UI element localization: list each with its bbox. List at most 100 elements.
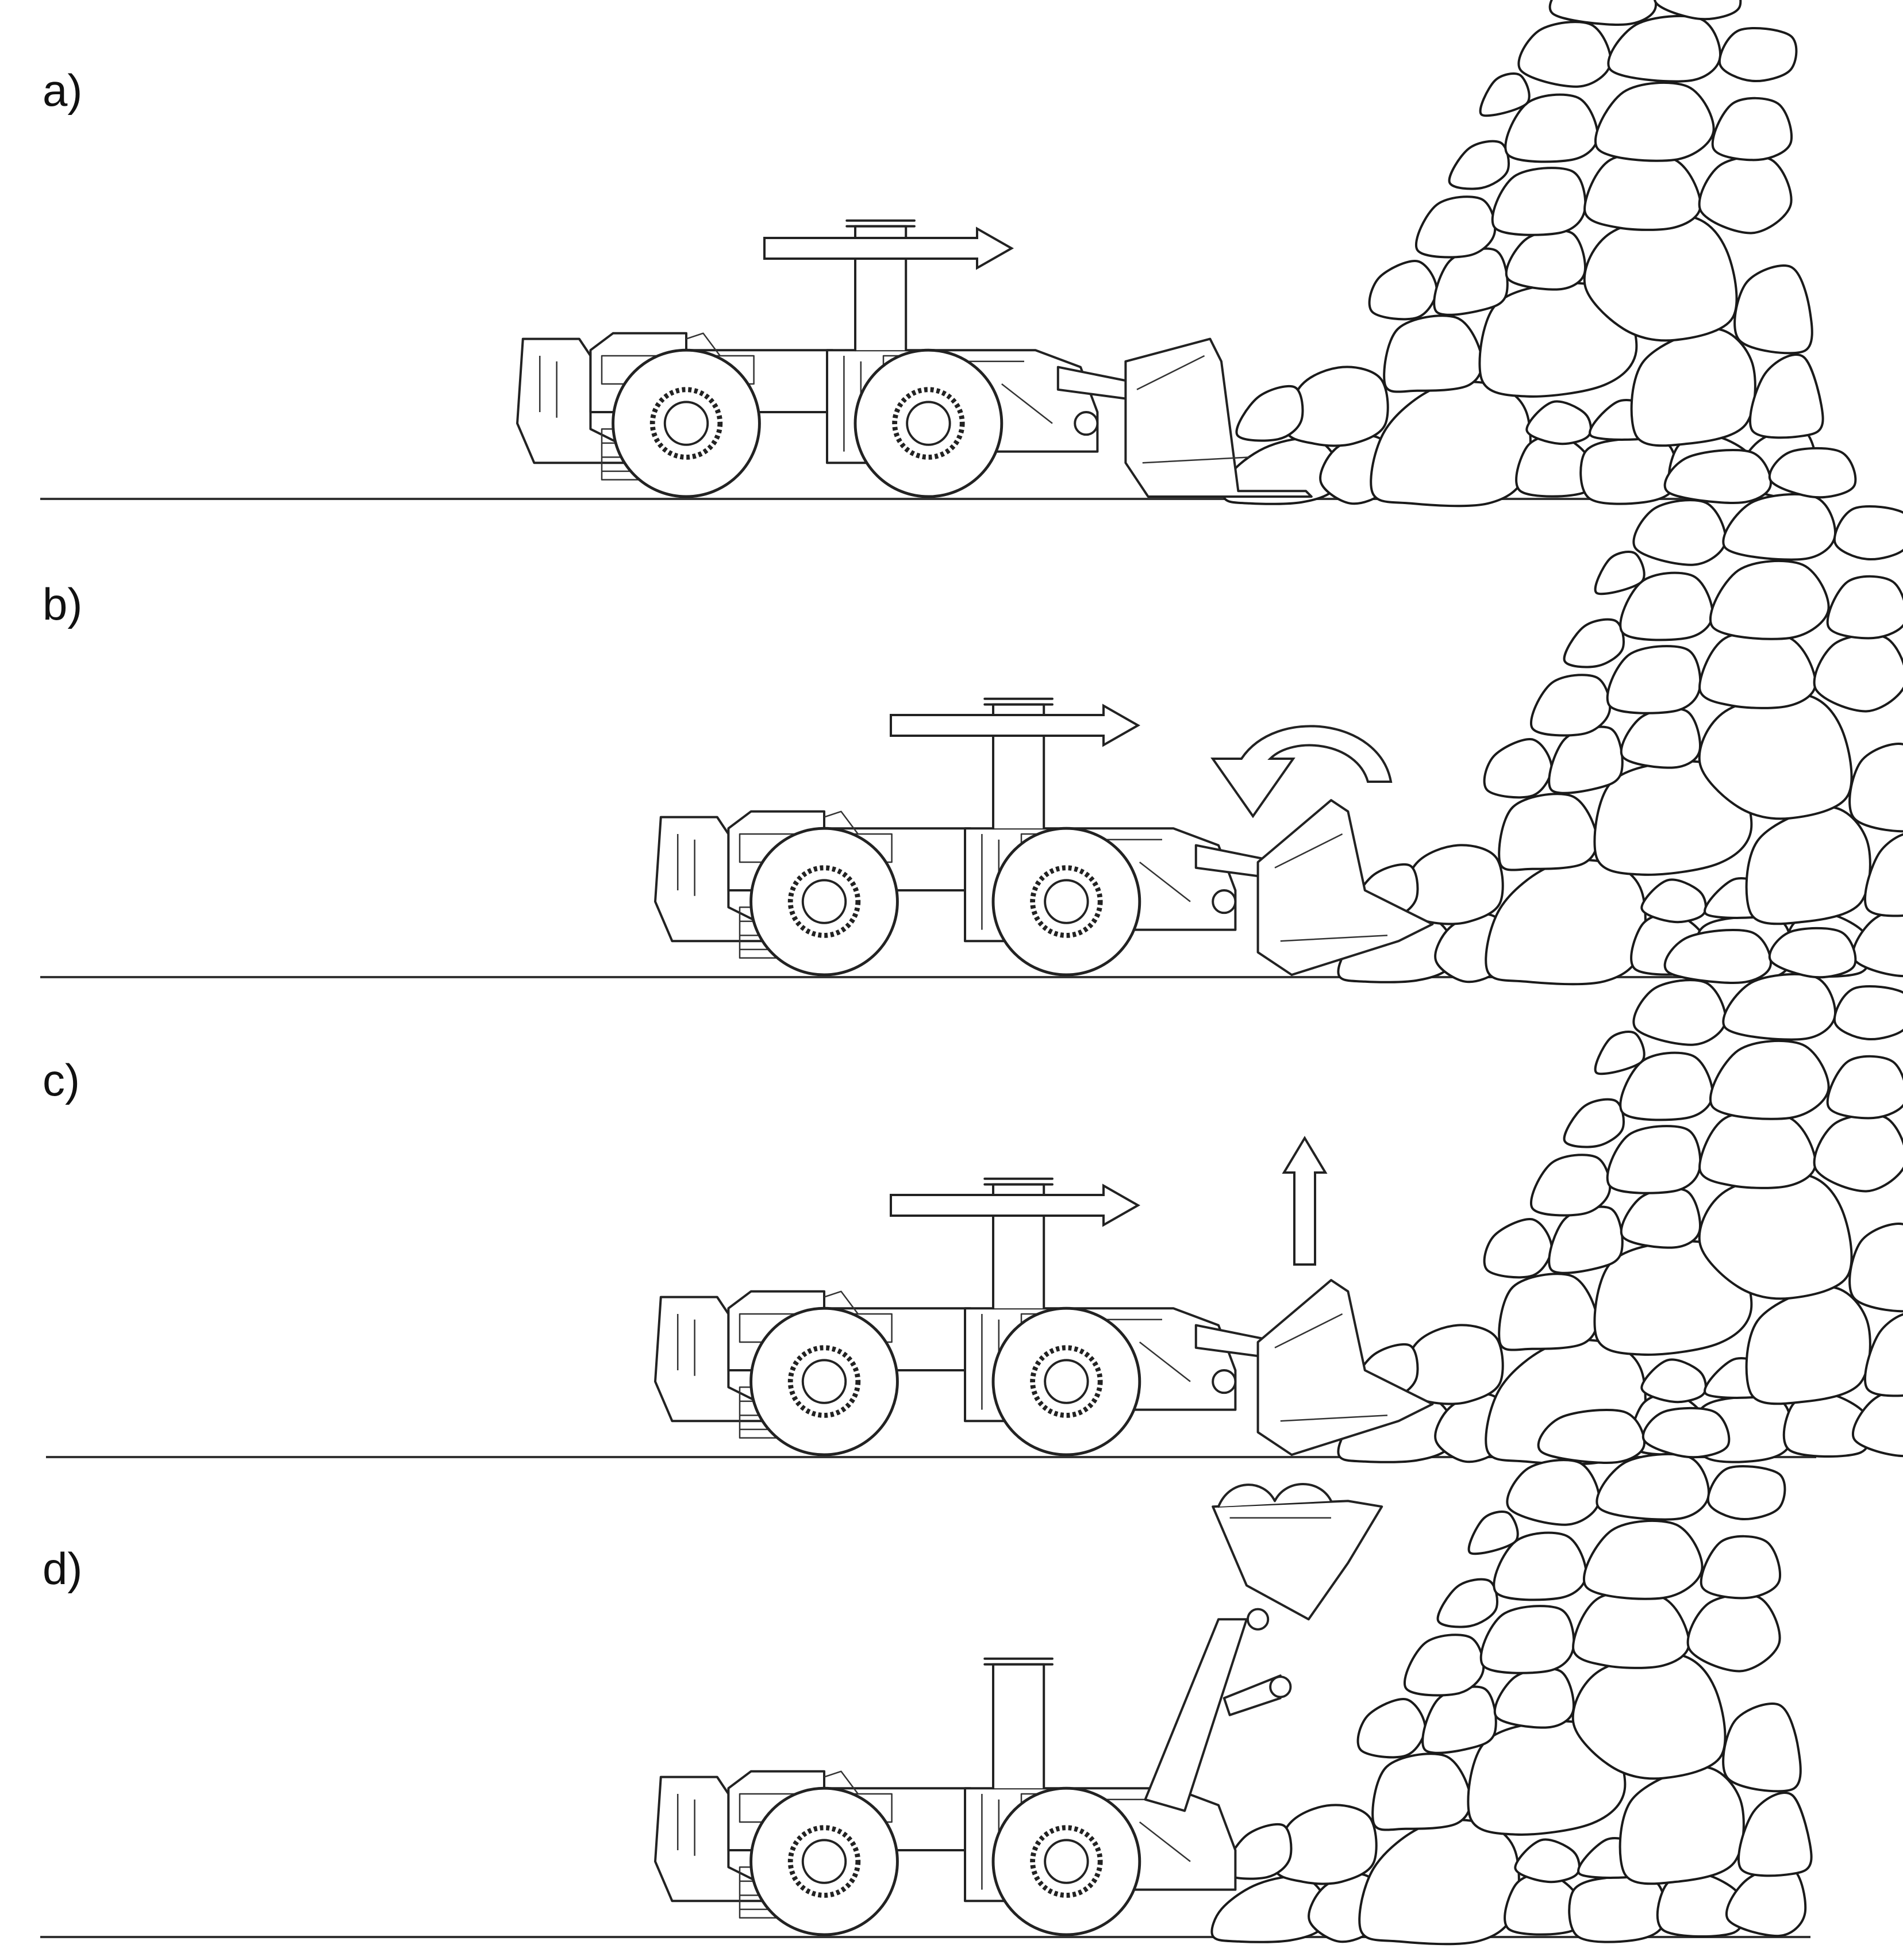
- rock: [1506, 230, 1585, 290]
- rock: [1405, 1635, 1483, 1695]
- arm-pin: [1074, 411, 1099, 436]
- rock-pile: [1339, 928, 1903, 1464]
- rock: [1608, 646, 1701, 713]
- rock: [1784, 1393, 1871, 1456]
- forward-arrow-icon: [890, 704, 1141, 747]
- rock: [1384, 316, 1482, 391]
- rock: [1450, 141, 1509, 189]
- canopy-roof: [985, 1659, 1052, 1665]
- engine-detail: [824, 812, 858, 834]
- rock: [1505, 95, 1597, 162]
- rock: [1573, 1592, 1689, 1668]
- rock: [1727, 1866, 1805, 1936]
- rock: [1485, 739, 1552, 797]
- rock: [1723, 1704, 1801, 1791]
- wheel-center: [663, 401, 709, 446]
- rock: [1373, 1754, 1471, 1830]
- rock: [1539, 1410, 1644, 1463]
- rock: [1518, 22, 1610, 87]
- rock: [1620, 1053, 1712, 1120]
- rock: [1688, 1594, 1780, 1671]
- rock: [1853, 1386, 1903, 1456]
- bucket-detail: [1137, 356, 1250, 463]
- rock: [1596, 1032, 1644, 1074]
- rock: [1423, 1687, 1496, 1753]
- rock: [1527, 401, 1591, 444]
- bucket-load: [1218, 1484, 1331, 1506]
- rock: [1633, 980, 1725, 1045]
- rock: [1720, 28, 1797, 81]
- rock: [1569, 1877, 1665, 1942]
- rock: [1700, 694, 1852, 818]
- rock: [1237, 386, 1303, 441]
- rock: [1596, 83, 1714, 161]
- rock: [1481, 74, 1529, 116]
- rock: [1723, 494, 1835, 560]
- arm-pin: [1247, 1608, 1270, 1631]
- rock: [1486, 860, 1646, 984]
- rock: [1358, 1699, 1425, 1757]
- rock: [1549, 1207, 1623, 1273]
- rock-pile: [1224, 0, 1823, 506]
- rock: [1850, 1224, 1903, 1311]
- rock: [1633, 500, 1725, 565]
- rear-detail: [678, 1314, 694, 1376]
- engine-detail: [686, 333, 720, 356]
- panel-label-a: a): [43, 65, 83, 116]
- wheel-center: [1044, 1839, 1089, 1884]
- rock: [1401, 845, 1503, 924]
- engine-detail: [824, 1292, 858, 1314]
- rock: [1370, 261, 1437, 319]
- rock: [1581, 439, 1677, 504]
- forward-arrow-icon: [763, 226, 1014, 270]
- bucket: [1125, 339, 1311, 497]
- rock: [1710, 561, 1829, 639]
- rock: [1835, 986, 1903, 1039]
- rock: [1485, 1219, 1552, 1277]
- rock: [1665, 450, 1771, 503]
- rock: [1434, 249, 1508, 315]
- rock: [1665, 930, 1771, 983]
- rock: [1700, 156, 1791, 233]
- rotate-icon: [1210, 725, 1393, 818]
- rock: [1865, 833, 1903, 916]
- rock: [1865, 1313, 1903, 1396]
- canopy-roof: [847, 221, 914, 226]
- bucket: [1258, 800, 1433, 975]
- rock: [1700, 1112, 1816, 1188]
- rock: [1814, 635, 1903, 711]
- arm-pin: [1212, 889, 1237, 914]
- rock-pile: [1212, 1408, 1812, 1944]
- rock: [1564, 1100, 1624, 1147]
- canopy-roof: [985, 699, 1052, 705]
- rock: [1708, 1466, 1785, 1519]
- panel-label-d: d): [43, 1543, 83, 1594]
- rock: [1814, 1114, 1903, 1191]
- rock: [1643, 1408, 1729, 1457]
- rock: [1515, 1839, 1579, 1882]
- rock: [1286, 367, 1388, 445]
- rock: [1531, 675, 1610, 735]
- rock: [1596, 552, 1644, 594]
- rock: [1274, 1805, 1377, 1884]
- wheel-center: [801, 879, 847, 924]
- rock: [1621, 709, 1700, 768]
- up-arrow-icon: [1282, 1136, 1328, 1266]
- loader-vehicle: [517, 221, 1312, 498]
- rock: [1828, 577, 1903, 639]
- rock: [1770, 448, 1856, 497]
- rock: [1608, 16, 1720, 82]
- rock: [1747, 807, 1870, 924]
- engine-detail: [824, 1771, 858, 1794]
- rock: [1494, 1533, 1586, 1600]
- rock: [1516, 435, 1593, 496]
- loader-vehicle: [655, 1484, 1382, 1936]
- rock: [1700, 1174, 1852, 1298]
- rock-pile: [1339, 448, 1903, 984]
- rock: [1641, 879, 1706, 922]
- bucket-raised: [1213, 1501, 1382, 1619]
- rock: [1507, 1460, 1599, 1525]
- rock: [1469, 1512, 1518, 1554]
- rock: [1620, 573, 1712, 640]
